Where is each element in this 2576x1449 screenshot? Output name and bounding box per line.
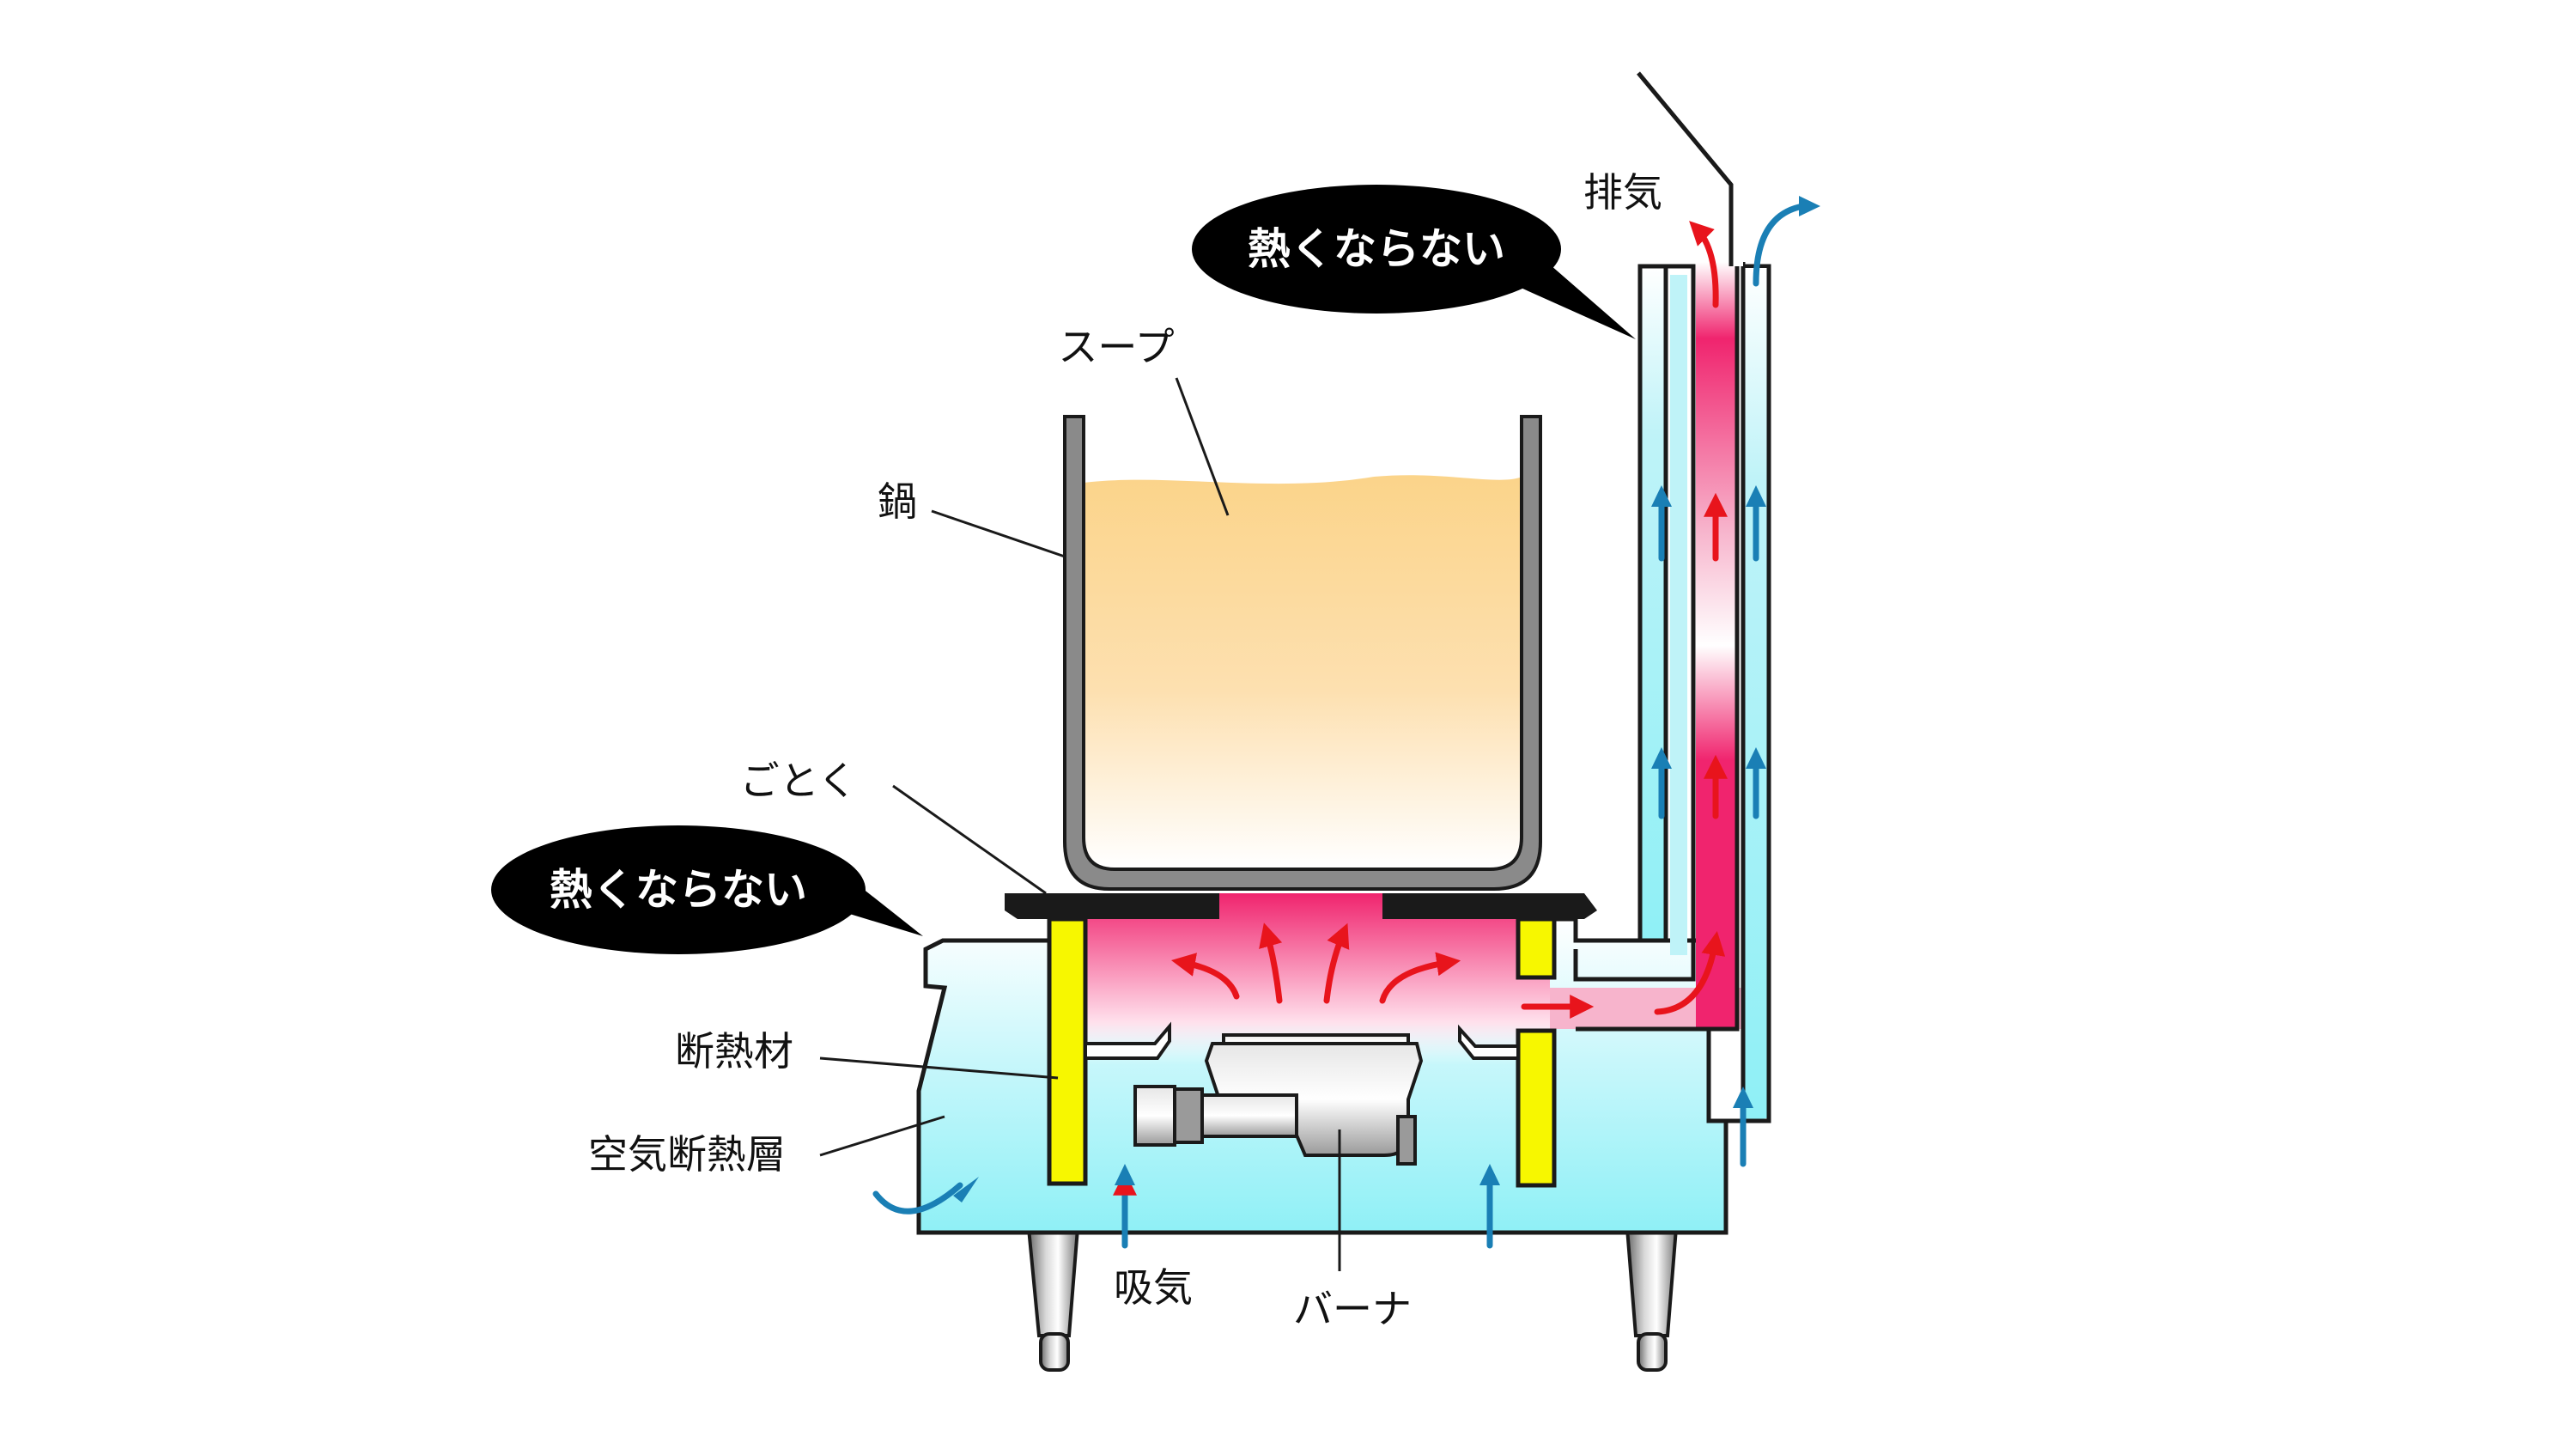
bubble-top-text: 熱くならない bbox=[1248, 224, 1505, 274]
chamber-ledge-right bbox=[1458, 1024, 1520, 1060]
chamber-ledge-left bbox=[1084, 1021, 1171, 1060]
bubble-top: 熱くならない bbox=[1192, 185, 1636, 339]
hot-arrow bbox=[1379, 952, 1461, 1004]
insulation-right-bottom bbox=[1516, 1028, 1557, 1188]
label-insulation: 断熱材 bbox=[675, 1028, 793, 1075]
insulation-right-top bbox=[1516, 916, 1557, 980]
bubble-left-text: 熱くならない bbox=[550, 865, 807, 915]
hot-arrow bbox=[1323, 922, 1350, 1004]
label-trivet: ごとく bbox=[740, 758, 858, 804]
flue-channel bbox=[1696, 262, 1737, 1029]
label-exhaust: 排気 bbox=[1583, 169, 1662, 216]
soup bbox=[1084, 475, 1520, 868]
pot bbox=[1063, 415, 1542, 891]
label-intake: 吸気 bbox=[1114, 1264, 1193, 1311]
leader-lines bbox=[819, 377, 1341, 1271]
hot-arrow bbox=[1259, 922, 1283, 1004]
label-air-layer: 空気断熱層 bbox=[588, 1131, 786, 1178]
trivet-right bbox=[1382, 893, 1597, 919]
hot-arrow bbox=[1689, 221, 1719, 308]
cool-arrowheads bbox=[953, 196, 1820, 1202]
cool-arrow bbox=[872, 1182, 963, 1215]
label-soup: スープ bbox=[1058, 324, 1174, 370]
outer-duct bbox=[1637, 264, 1668, 943]
cool-air-arrows bbox=[872, 203, 1807, 1249]
trivet-left bbox=[1005, 893, 1219, 919]
label-burner: バーナ bbox=[1293, 1286, 1412, 1332]
hot-air-arrows bbox=[1170, 221, 1728, 1019]
hot-arrow bbox=[1654, 930, 1726, 1015]
cool-arrow bbox=[1753, 203, 1807, 287]
burner-assembly bbox=[1133, 1033, 1424, 1166]
label-pot: 鍋 bbox=[878, 478, 917, 525]
insulation-left bbox=[1047, 916, 1088, 1186]
bubble-left: 熱くならない bbox=[491, 825, 923, 954]
stove-legs bbox=[1026, 1227, 1679, 1372]
hot-arrow bbox=[1170, 953, 1240, 1000]
